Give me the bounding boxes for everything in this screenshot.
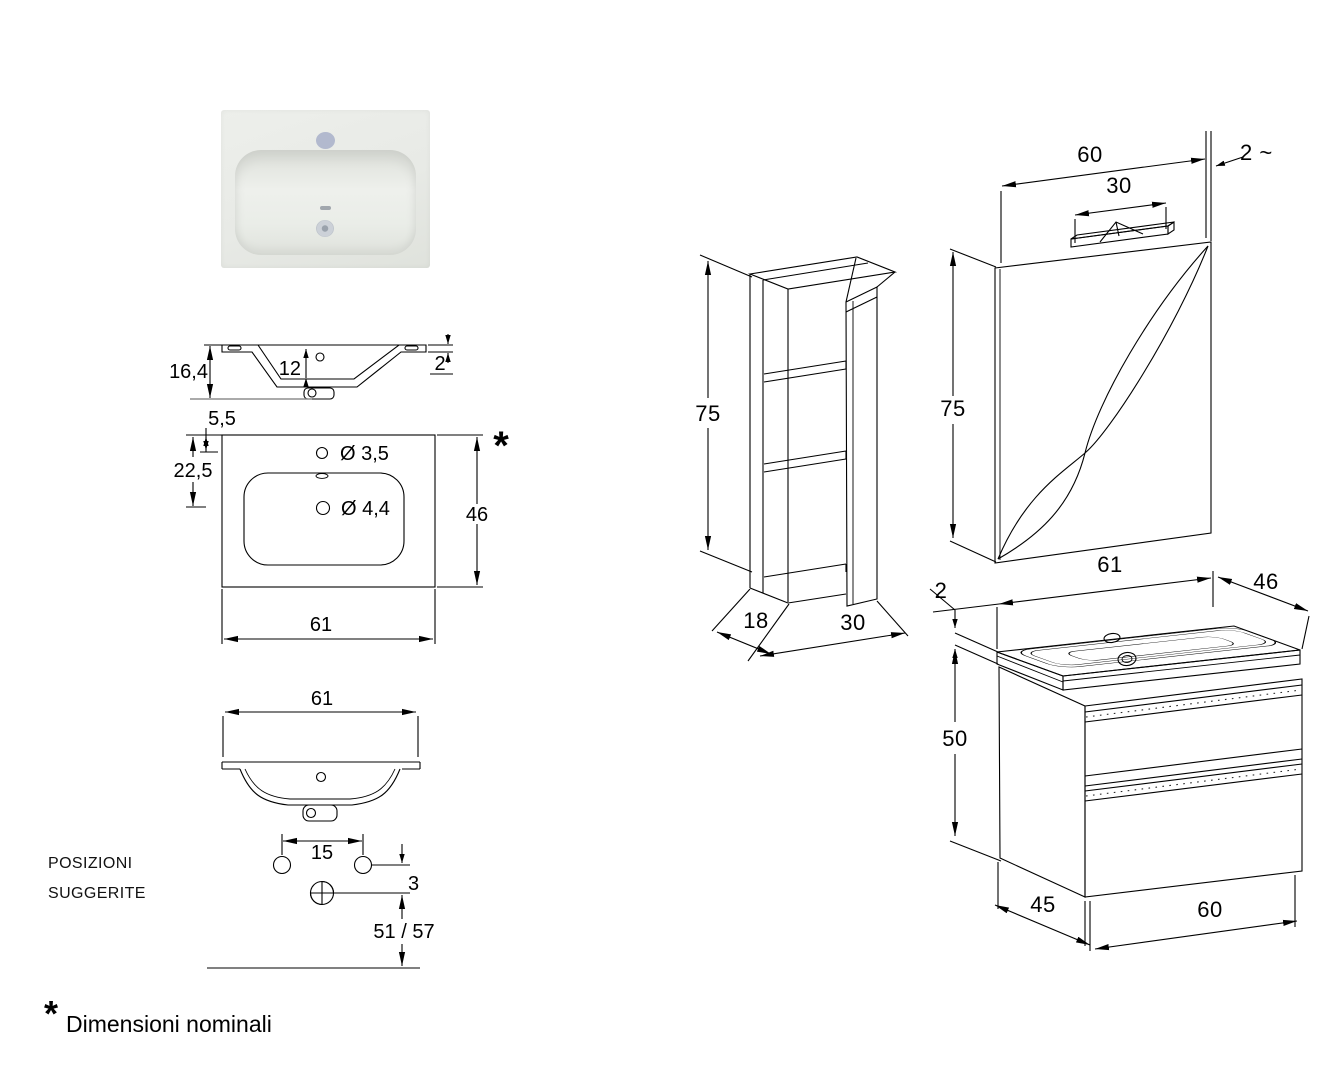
dim-faucet-hole-label: Ø 3,5 bbox=[340, 443, 389, 465]
footnote-text: Dimensioni nominali bbox=[66, 1011, 272, 1037]
footnote-asterisk: * bbox=[44, 993, 59, 1034]
vanity-drain bbox=[1117, 651, 1137, 667]
vanity-faucet-hole bbox=[1103, 632, 1121, 644]
wall-cabinet-shelves bbox=[763, 360, 847, 578]
drain-trap-circle bbox=[305, 807, 317, 819]
drawer-handle-grooves bbox=[1084, 684, 1303, 802]
dim-vanity-top-depth-label: 46 bbox=[1253, 569, 1278, 594]
overflow-slot-top-view bbox=[315, 473, 329, 479]
dim-section-rim-label: 2 bbox=[434, 353, 445, 375]
suggested-positions-label-line2: SUGGERITE bbox=[48, 885, 146, 902]
overflow-slot-photo bbox=[319, 206, 331, 210]
drain-trap-front bbox=[302, 804, 338, 822]
washbasin-section-outline bbox=[221, 344, 427, 388]
dim-vanity-top-width-label: 61 bbox=[1097, 552, 1122, 577]
vanity-unit-view: 61 46 2 50 45 60 bbox=[929, 552, 1310, 951]
overflow-hole-section bbox=[315, 352, 325, 362]
nominal-asterisk: * bbox=[493, 424, 509, 468]
dim-wall-unit-depth-label: 18 bbox=[743, 608, 768, 633]
dim-wall-unit-width-label: 30 bbox=[840, 610, 865, 635]
basin-rim-top-view bbox=[243, 472, 405, 566]
drain-stub-section bbox=[303, 387, 335, 400]
washbasin-top-outline bbox=[221, 434, 436, 588]
faucet-hole-top-view bbox=[315, 446, 329, 460]
dim-drain-hole-label: Ø 4,4 bbox=[341, 498, 390, 520]
overflow-hole-front bbox=[315, 771, 327, 783]
dim-top-width-label: 61 bbox=[310, 614, 332, 636]
drain-hole-top-view bbox=[315, 500, 331, 516]
footnote: * Dimensioni nominali bbox=[44, 993, 272, 1038]
cold-water-position-dot bbox=[353, 855, 373, 875]
faucet-hole-photo bbox=[315, 132, 335, 149]
washbasin-front-view: 61 15 bbox=[207, 688, 435, 969]
dim-hole-spacing-label: 15 bbox=[311, 842, 333, 864]
dim-drain-drop-label: 3 bbox=[408, 873, 419, 895]
vanity-front-face bbox=[1084, 678, 1303, 898]
mounting-slot-right bbox=[404, 345, 419, 351]
mirror-lamp-icon bbox=[1070, 220, 1175, 248]
drain-center-mark-icon bbox=[309, 880, 335, 906]
washbasin-section-view: 16,4 12 2 bbox=[169, 334, 453, 400]
suggested-positions-label-line1: POSIZIONI bbox=[48, 855, 133, 872]
dim-drain-offset-label: 22,5 bbox=[174, 460, 213, 482]
mirror-panel bbox=[994, 241, 1212, 564]
dim-section-depth-label: 12 bbox=[279, 358, 301, 380]
vanity-top-left-edge bbox=[996, 651, 1064, 691]
washbasin-basin-photo bbox=[235, 150, 416, 255]
dim-vanity-width-label: 60 bbox=[1197, 897, 1222, 922]
dim-vanity-height-label: 50 bbox=[942, 726, 967, 751]
wall-cabinet-door bbox=[845, 257, 896, 607]
vanity-basin-outline bbox=[1020, 627, 1277, 668]
dim-lamp-width-label: 30 bbox=[1106, 173, 1131, 198]
dim-vanity-depth-label: 45 bbox=[1030, 892, 1055, 917]
dim-top-depth-label: 46 bbox=[466, 504, 488, 526]
dim-mirror-height-label: 75 bbox=[940, 396, 965, 421]
dim-install-height-label: 51 / 57 bbox=[373, 921, 434, 943]
dim-mirror-width-label: 60 bbox=[1077, 142, 1102, 167]
dim-vanity-top-thickness-label: 2 bbox=[935, 578, 948, 603]
drain-stub-circle bbox=[307, 388, 317, 398]
mirror-view: 60 30 2 ~ 75 bbox=[940, 131, 1273, 564]
washbasin-photo bbox=[221, 110, 430, 268]
vanity-side-panel bbox=[998, 666, 1086, 898]
wall-cabinet-top bbox=[747, 256, 898, 290]
mounting-slot-left bbox=[227, 345, 242, 351]
drawer-divider bbox=[1084, 748, 1303, 777]
hot-water-position-dot bbox=[272, 855, 292, 875]
mirror-wave-decor bbox=[997, 245, 1209, 560]
dim-front-width-label: 61 bbox=[311, 688, 333, 710]
washbasin-top-view: Ø 3,5 Ø 4,4 5,5 22,5 46 61 * bbox=[174, 408, 509, 644]
dim-mirror-thickness-label: 2 ~ bbox=[1240, 140, 1273, 165]
dim-wall-unit-height-label: 75 bbox=[695, 401, 720, 426]
dim-faucet-offset-label: 5,5 bbox=[208, 408, 236, 430]
drain-photo bbox=[315, 220, 334, 237]
wall-cabinet-view: 75 18 30 bbox=[695, 254, 909, 662]
dim-section-height-label: 16,4 bbox=[169, 361, 208, 383]
